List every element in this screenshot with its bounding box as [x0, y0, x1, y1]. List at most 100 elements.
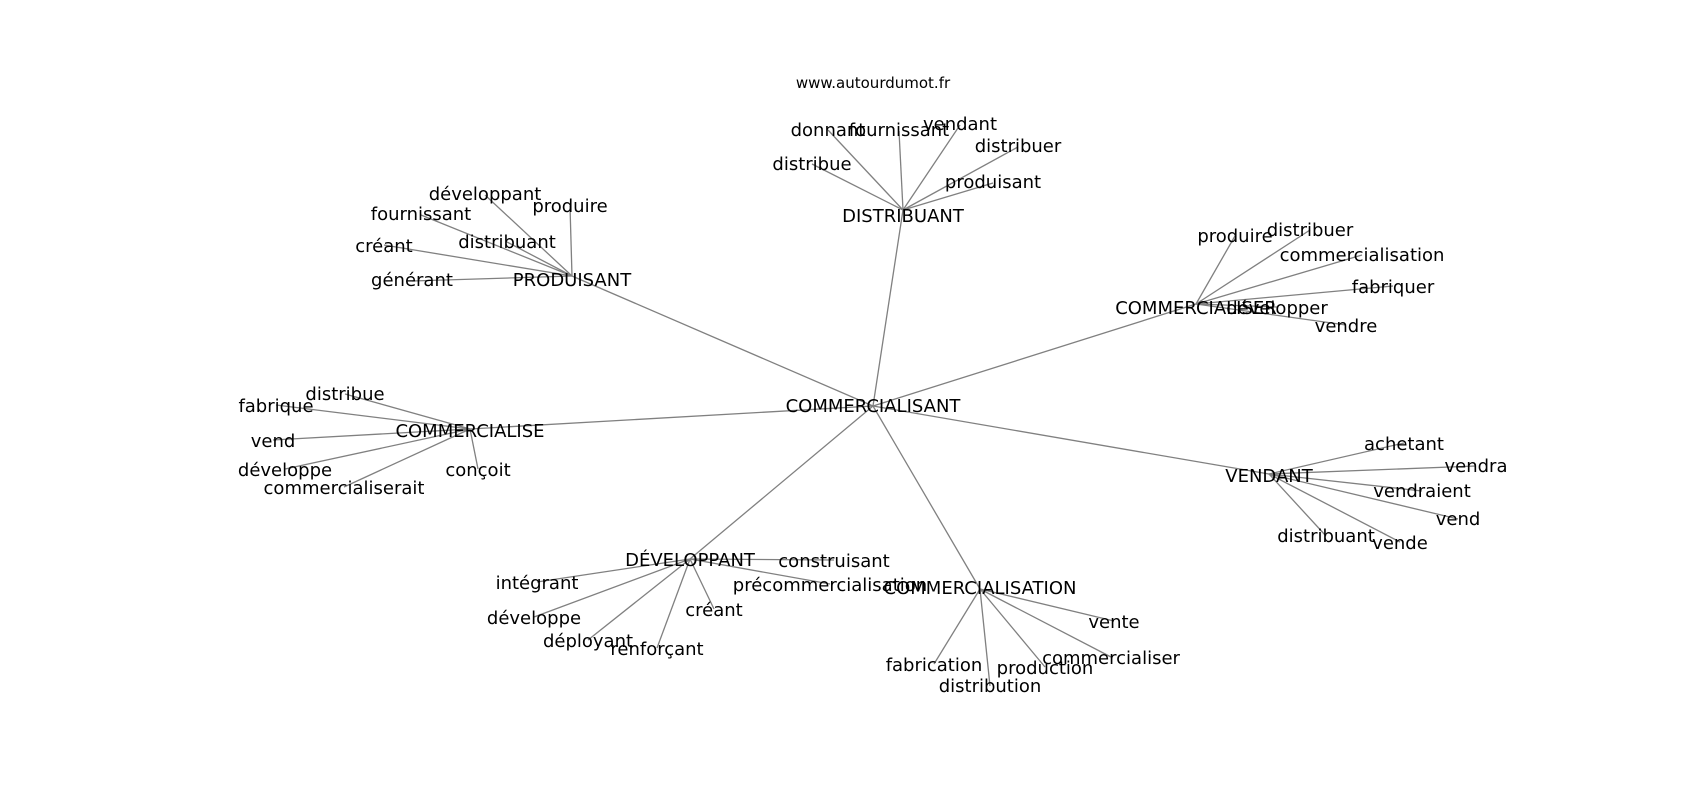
- leaf-word-commercialisation_hub-0[interactable]: vente: [1088, 612, 1139, 633]
- edge-developpant_hub-2: [689, 558, 831, 585]
- leaf-word-commercialisation_hub-4[interactable]: distribution: [939, 676, 1042, 697]
- edge-commercialiser_hub-0: [1195, 235, 1236, 305]
- leaf-word-produisant_hub-4[interactable]: distribuant: [458, 232, 556, 253]
- labels-layer: www.autourdumot.fr COMMERCIALISANT DISTR…: [238, 74, 1508, 697]
- leaf-word-distribuant_hub-1[interactable]: fournissant: [849, 120, 950, 141]
- edge-commercialiser_hub-1: [1195, 229, 1311, 305]
- edge-commercialiser_hub-4: [1195, 303, 1278, 308]
- edges-layer: [272, 124, 1477, 687]
- leaf-word-produisant_hub-5[interactable]: générant: [371, 270, 453, 291]
- edge-center-commercialise_hub: [469, 405, 874, 430]
- leaf-word-commercialiser_hub-4[interactable]: développer: [1226, 298, 1328, 319]
- leaf-word-commercialise_hub-5[interactable]: conçoit: [445, 460, 510, 481]
- edge-commercialisation_hub-4: [979, 588, 991, 687]
- leaf-word-vendant_hub-3[interactable]: vend: [1436, 509, 1481, 530]
- leaf-word-produisant_hub-3[interactable]: créant: [355, 236, 412, 257]
- edge-commercialise_hub-2: [272, 428, 471, 441]
- center-word[interactable]: COMMERCIALISANT: [786, 396, 962, 417]
- leaf-word-commercialise_hub-3[interactable]: développe: [238, 460, 332, 481]
- edge-commercialise_hub-4: [343, 428, 471, 488]
- edge-vendant_hub-4: [1268, 473, 1327, 537]
- edge-distribuant_hub-5: [902, 182, 994, 211]
- leaf-word-developpant_hub-2[interactable]: précommercialisation: [733, 575, 927, 596]
- edge-commercialisation_hub-0: [979, 588, 1115, 622]
- leaf-word-developpant_hub-3[interactable]: développe: [487, 608, 581, 629]
- edge-developpant_hub-5: [587, 558, 691, 641]
- edge-produisant_hub-2: [569, 205, 573, 277]
- leaf-word-developpant_hub-0[interactable]: construisant: [778, 551, 889, 572]
- edge-commercialise_hub-5: [469, 428, 479, 470]
- edge-produisant_hub-1: [420, 214, 573, 277]
- edge-center-developpant_hub: [689, 405, 874, 560]
- leaf-word-commercialiser_hub-1[interactable]: distribuer: [1267, 220, 1354, 241]
- edge-vendant_hub-5: [1268, 473, 1401, 543]
- hub-word-produisant_hub[interactable]: PRODUISANT: [513, 270, 632, 291]
- edge-distribuant_hub-3: [902, 146, 1019, 211]
- edge-center-commercialisation_hub: [872, 405, 981, 590]
- edge-commercialisation_hub-1: [979, 588, 1112, 658]
- leaf-word-commercialise_hub-1[interactable]: fabrique: [238, 396, 313, 417]
- leaf-word-commercialise_hub-2[interactable]: vend: [251, 431, 296, 452]
- edge-developpant_hub-1: [536, 558, 691, 583]
- edge-distribuant_hub-1: [898, 130, 904, 211]
- edge-produisant_hub-0: [484, 194, 573, 277]
- leaf-word-distribuant_hub-5[interactable]: produisant: [945, 172, 1041, 193]
- leaf-word-commercialisation_hub-2[interactable]: fabrication: [886, 655, 983, 676]
- leaf-word-produisant_hub-0[interactable]: développant: [429, 184, 542, 205]
- edge-developpant_hub-4: [689, 558, 715, 610]
- edge-vendant_hub-1: [1268, 465, 1477, 475]
- leaf-word-produisant_hub-2[interactable]: produire: [532, 196, 607, 217]
- leaf-word-developpant_hub-5[interactable]: déployant: [543, 631, 633, 652]
- hub-word-vendant_hub[interactable]: VENDANT: [1225, 466, 1313, 487]
- edge-commercialise_hub-0: [344, 393, 471, 430]
- leaf-word-vendant_hub-2[interactable]: vendraient: [1373, 481, 1471, 502]
- leaf-word-commercialiser_hub-0[interactable]: produire: [1197, 226, 1272, 247]
- leaf-word-developpant_hub-6[interactable]: renforçant: [610, 639, 703, 660]
- edge-commercialiser_hub-3: [1195, 285, 1394, 305]
- leaf-word-commercialisation_hub-3[interactable]: production: [997, 658, 1094, 679]
- leaf-word-distribuant_hub-3[interactable]: distribuer: [975, 136, 1062, 157]
- hub-word-distribuant_hub[interactable]: DISTRIBUANT: [842, 206, 965, 227]
- edge-commercialise_hub-1: [275, 404, 471, 430]
- leaf-word-distribuant_hub-4[interactable]: distribue: [772, 154, 851, 175]
- edge-produisant_hub-4: [506, 241, 573, 277]
- edge-commercialiser_hub-2: [1195, 254, 1363, 305]
- leaf-word-commercialise_hub-4[interactable]: commercialiserait: [264, 478, 425, 499]
- leaf-word-vendant_hub-0[interactable]: achetant: [1364, 434, 1444, 455]
- leaf-word-vendant_hub-5[interactable]: vende: [1372, 533, 1428, 554]
- edge-center-distribuant_hub: [872, 209, 904, 407]
- leaf-word-developpant_hub-4[interactable]: créant: [685, 600, 742, 621]
- edge-vendant_hub-0: [1268, 442, 1405, 475]
- source-label[interactable]: www.autourdumot.fr: [796, 74, 951, 92]
- leaf-word-commercialisation_hub-1[interactable]: commercialiser: [1042, 648, 1180, 669]
- edge-commercialisation_hub-3: [979, 588, 1046, 668]
- leaf-word-vendant_hub-4[interactable]: distribuant: [1277, 526, 1375, 547]
- edge-distribuant_hub-4: [811, 163, 904, 211]
- leaf-word-distribuant_hub-0[interactable]: donnant: [791, 120, 866, 141]
- leaf-word-commercialiser_hub-2[interactable]: commercialisation: [1280, 245, 1445, 266]
- edge-commercialise_hub-3: [284, 428, 471, 470]
- edge-vendant_hub-3: [1268, 473, 1459, 520]
- edge-developpant_hub-6: [656, 558, 691, 649]
- edge-commercialiser_hub-5: [1195, 303, 1347, 326]
- hub-word-commercialiser_hub[interactable]: COMMERCIALISER: [1115, 298, 1277, 319]
- hub-word-commercialise_hub[interactable]: COMMERCIALISE: [395, 421, 544, 442]
- leaf-word-commercialiser_hub-5[interactable]: vendre: [1315, 316, 1378, 337]
- leaf-word-distribuant_hub-2[interactable]: vendant: [923, 114, 997, 135]
- hub-word-commercialisation_hub[interactable]: COMMERCIALISATION: [884, 578, 1077, 599]
- edge-developpant_hub-3: [533, 558, 691, 618]
- edge-distribuant_hub-2: [902, 124, 961, 211]
- edge-produisant_hub-3: [383, 244, 573, 277]
- leaf-word-commercialiser_hub-3[interactable]: fabriquer: [1352, 277, 1435, 298]
- edge-center-produisant_hub: [571, 275, 874, 407]
- edge-center-commercialiser_hub: [872, 303, 1197, 407]
- edge-center-vendant_hub: [872, 405, 1270, 475]
- leaf-word-developpant_hub-1[interactable]: intégrant: [496, 573, 579, 594]
- edge-vendant_hub-2: [1268, 473, 1423, 492]
- hub-word-developpant_hub[interactable]: DÉVELOPPANT: [625, 549, 756, 571]
- edge-produisant_hub-5: [411, 275, 573, 282]
- edge-distribuant_hub-0: [827, 129, 904, 211]
- leaf-word-produisant_hub-1[interactable]: fournissant: [371, 204, 472, 225]
- leaf-word-commercialise_hub-0[interactable]: distribue: [305, 384, 384, 405]
- leaf-word-vendant_hub-1[interactable]: vendra: [1445, 456, 1508, 477]
